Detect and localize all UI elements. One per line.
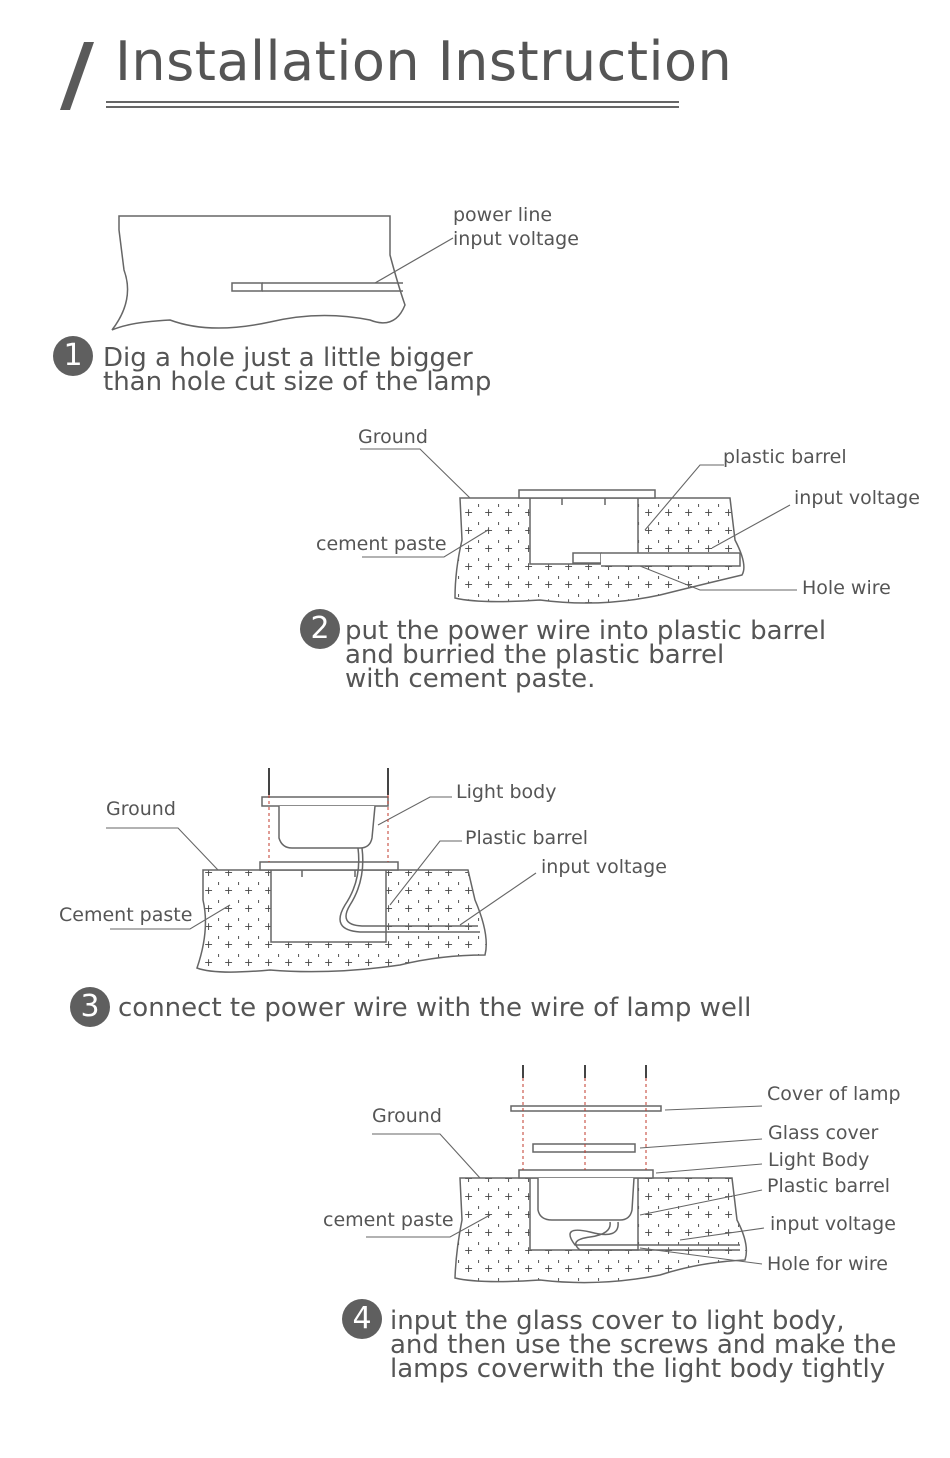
label-plastic-barrel: Plastic barrel	[465, 827, 589, 849]
label-plastic-barrel: Plastic barrel	[767, 1175, 891, 1197]
step-4-line-1: input the glass cover to light body,	[390, 1306, 845, 1336]
label-ground: Ground	[358, 426, 428, 448]
label-light-body: Light body	[456, 781, 557, 803]
step-2-text: put the power wire into plastic barrel a…	[345, 616, 827, 694]
step-4-line-3: lamps coverwith the light body tightly	[390, 1354, 886, 1384]
step-4-badge: 4	[342, 1299, 382, 1339]
label-input-voltage: input voltage	[541, 856, 667, 878]
step-3-line-1: connect te power wire with the wire of l…	[118, 993, 752, 1023]
label-ground: Ground	[372, 1105, 442, 1127]
label-power-line: power line	[453, 204, 553, 226]
title-underline	[106, 101, 679, 103]
step-1-line-1: Dig a hole just a little bigger	[103, 343, 473, 373]
label-plastic-barrel: plastic barrel	[723, 446, 847, 468]
label-light-body: Light Body	[768, 1149, 870, 1171]
label-ground: Ground	[106, 798, 176, 820]
step-3-text: connect te power wire with the wire of l…	[118, 993, 752, 1023]
title-underline-2	[106, 106, 679, 108]
step-1-text: Dig a hole just a little bigger than hol…	[103, 343, 492, 397]
step-1-line-2: than hole cut size of the lamp	[103, 367, 492, 397]
label-cover-of-lamp: Cover of lamp	[767, 1083, 901, 1105]
label-cement-paste: cement paste	[316, 533, 447, 555]
step-2-line-2: and burried the plastic barrel	[345, 640, 725, 670]
step-4-text: input the glass cover to light body, and…	[390, 1306, 897, 1384]
label-hole-for-wire: Hole for wire	[767, 1253, 888, 1275]
label-input-voltage: input voltage	[453, 228, 579, 250]
step-4-line-2: and then use the screws and make the	[390, 1330, 897, 1360]
label-input-voltage: input voltage	[770, 1213, 896, 1235]
label-input-voltage: input voltage	[794, 487, 920, 509]
label-cement-paste: Cement paste	[59, 904, 193, 926]
label-cement-paste: cement paste	[323, 1209, 454, 1231]
step-1-badge: 1	[53, 336, 93, 376]
label-hole-wire: Hole wire	[802, 577, 891, 599]
step-2-badge: 2	[300, 609, 340, 649]
step-2-line-1: put the power wire into plastic barrel	[345, 616, 827, 646]
step-3-badge: 3	[70, 987, 110, 1027]
step3-diagram	[106, 768, 537, 973]
step4-diagram	[366, 1065, 765, 1284]
step1-diagram	[111, 215, 454, 331]
page-title: Installation Instruction	[115, 30, 733, 93]
label-glass-cover: Glass cover	[768, 1122, 879, 1144]
step2-diagram	[360, 448, 797, 604]
title-slash-icon	[60, 42, 94, 110]
step-2-line-3: with cement paste.	[345, 664, 596, 694]
